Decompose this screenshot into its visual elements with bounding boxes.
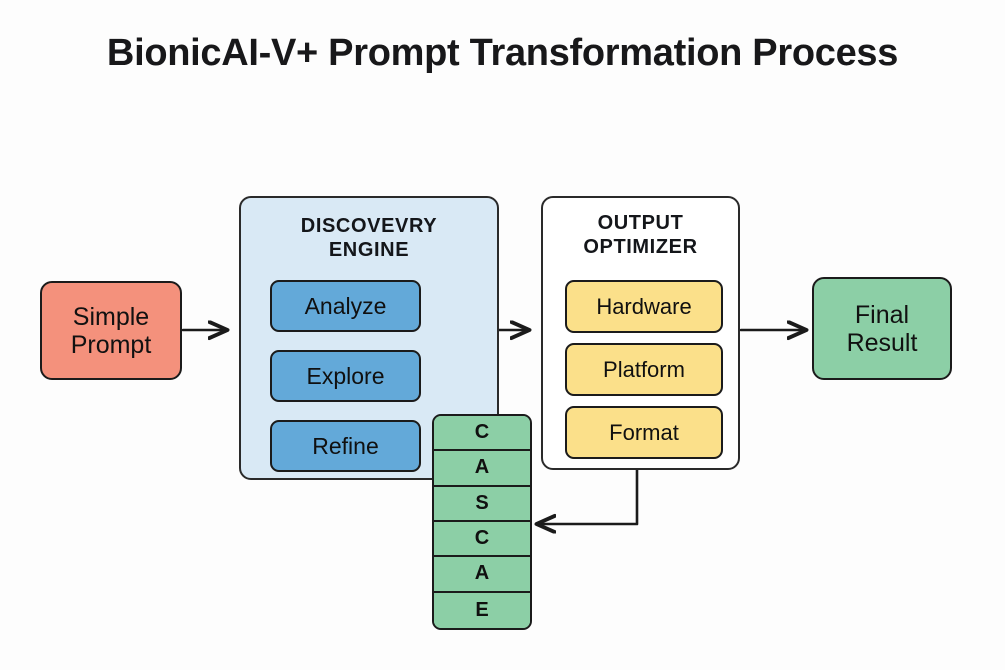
output-optimizer-panel[interactable]: OUTPUT OPTIMIZER Hardware Platform Forma… (541, 196, 740, 470)
simple-prompt-node[interactable]: Simple Prompt (40, 281, 182, 380)
optimizer-item-hardware[interactable]: Hardware (565, 280, 723, 333)
wire-format-feedback (537, 468, 639, 524)
cascade-letter[interactable]: A (434, 557, 530, 593)
output-optimizer-title: OUTPUT OPTIMIZER (583, 212, 698, 259)
optimizer-item-format[interactable]: Format (565, 406, 723, 459)
cascade-letter[interactable]: C (434, 416, 530, 452)
step-explore[interactable]: Explore (270, 350, 421, 402)
step-analyze[interactable]: Analyze (270, 280, 421, 332)
cascade-letter[interactable]: A (434, 451, 530, 487)
page-title: BionicAI-V+ Prompt Transformation Proces… (106, 32, 899, 74)
cascade-letter[interactable]: S (434, 486, 530, 522)
cascade-letter[interactable]: C (434, 521, 530, 558)
optimizer-item-platform[interactable]: Platform (565, 343, 723, 396)
cascade-stack[interactable]: C A S C A E (432, 414, 532, 630)
final-result-node[interactable]: Final Result (812, 277, 952, 380)
step-refine[interactable]: Refine (270, 420, 421, 472)
cascade-letter[interactable]: E (434, 592, 530, 628)
discovery-engine-title: DISCOVEVRY ENGINE (300, 215, 438, 262)
